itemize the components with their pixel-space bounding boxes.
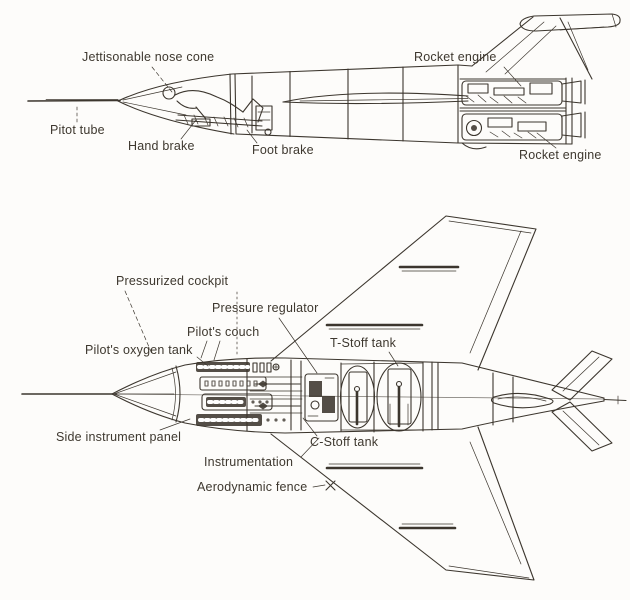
tailplane-upper bbox=[551, 350, 613, 401]
foot-brake-mechanism bbox=[255, 105, 273, 136]
label-foot-brake: Foot brake bbox=[252, 143, 314, 157]
label-jettisonable-nose-cone: Jettisonable nose cone bbox=[82, 50, 215, 64]
plan-view-leader-lines bbox=[124, 290, 399, 488]
pitot-tube-side bbox=[27, 99, 121, 102]
label-pressurized-cockpit: Pressurized cockpit bbox=[116, 274, 229, 288]
rocket-engine-lower-drawing bbox=[461, 111, 586, 141]
label-t-stoff-tank: T-Stoff tank bbox=[330, 336, 397, 350]
fuselage-plan bbox=[111, 357, 627, 434]
instrumentation-rack bbox=[201, 393, 273, 411]
label-rocket-engine-upper: Rocket engine bbox=[414, 50, 497, 64]
t-stoff-tank-2 bbox=[376, 362, 422, 432]
label-rocket-engine-lower: Rocket engine bbox=[519, 148, 602, 162]
fin-top-view bbox=[490, 392, 554, 409]
wing-upper bbox=[270, 215, 537, 371]
label-pitot-tube: Pitot tube bbox=[50, 123, 105, 137]
c-stoff-tank-drawing bbox=[304, 373, 339, 422]
prone-pilot-figure bbox=[162, 75, 273, 136]
label-pilots-oxygen-tank: Pilot's oxygen tank bbox=[85, 343, 193, 357]
label-hand-brake: Hand brake bbox=[128, 139, 195, 153]
side-view-leader-lines bbox=[76, 66, 557, 149]
tailplane-lower bbox=[551, 401, 613, 452]
wing-edge-on bbox=[282, 92, 469, 105]
nose-cone bbox=[117, 73, 237, 135]
label-c-stoff-tank: C-Stoff tank bbox=[310, 435, 379, 449]
label-pilots-couch: Pilot's couch bbox=[187, 325, 260, 339]
fence-x-marker bbox=[325, 480, 336, 491]
label-side-instrument-panel: Side instrument panel bbox=[56, 430, 182, 444]
rocket-engine-upper-drawing bbox=[461, 79, 586, 106]
vertical-fin bbox=[471, 16, 593, 80]
tail-plan bbox=[490, 350, 613, 452]
plan-view-drawing bbox=[21, 215, 627, 581]
label-instrumentation: Instrumentation bbox=[204, 455, 294, 469]
label-aerodynamic-fence: Aerodynamic fence bbox=[197, 480, 308, 494]
side-view-drawing bbox=[27, 13, 621, 150]
fuselage-side bbox=[231, 64, 459, 144]
scan-artifacts bbox=[0, 0, 86, 600]
wing-lower bbox=[270, 426, 535, 581]
cockpit-equipment bbox=[196, 362, 303, 426]
engine-bay bbox=[457, 64, 586, 150]
t-stoff-tank-bay bbox=[339, 361, 424, 433]
tailplane bbox=[519, 13, 621, 32]
hand-brake-lever bbox=[195, 106, 207, 120]
label-pressure-regulator: Pressure regulator bbox=[212, 301, 319, 315]
t-stoff-tank-1 bbox=[339, 365, 376, 429]
